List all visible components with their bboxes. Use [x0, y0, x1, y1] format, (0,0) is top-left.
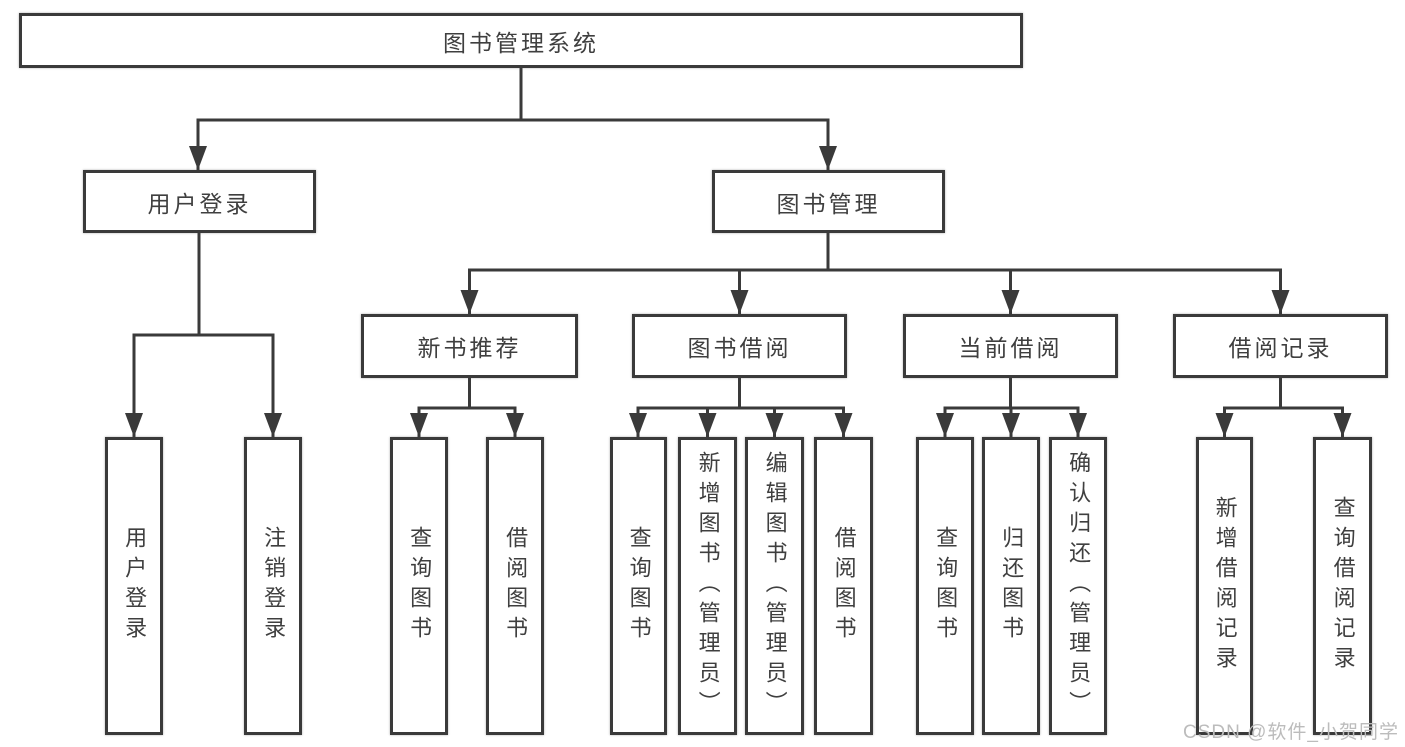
leaf-logout: 注销登录 [244, 437, 302, 735]
leaf-cb-query: 查询图书 [916, 437, 974, 735]
node-book-manage-label: 图书管理 [776, 190, 881, 217]
node-new-book-rec-label: 新书推荐 [417, 335, 522, 361]
leaf-br-query: 查询借阅记录 [1313, 437, 1372, 735]
leaf-cb-confirm-label: 确认归还（管理员） [1066, 451, 1092, 721]
connector-root [189, 68, 837, 170]
leaf-br-add-label: 新增借阅记录 [1212, 496, 1238, 676]
leaf-user-login-label: 用户登录 [122, 526, 148, 646]
connector-current-borrow [936, 378, 1087, 437]
node-borrow-records-label: 借阅记录 [1228, 335, 1333, 361]
leaf-cb-confirm: 确认归还（管理员） [1049, 437, 1107, 735]
leaf-br-query-label: 查询借阅记录 [1330, 496, 1356, 676]
leaf-logout-label: 注销登录 [261, 526, 287, 646]
leaf-bb-query-label: 查询图书 [626, 526, 652, 646]
leaf-bb-borrow: 借阅图书 [814, 437, 873, 735]
node-new-book-rec: 新书推荐 [361, 314, 578, 378]
node-current-borrow: 当前借阅 [903, 314, 1118, 378]
connector-user-login [125, 233, 282, 437]
node-book-manage: 图书管理 [712, 170, 945, 233]
leaf-rec-query: 查询图书 [390, 437, 448, 735]
node-user-login: 用户登录 [83, 170, 316, 233]
connector-book-borrow [629, 378, 853, 437]
node-root: 图书管理系统 [19, 13, 1023, 68]
leaf-cb-query-label: 查询图书 [933, 526, 959, 646]
node-root-label: 图书管理系统 [443, 29, 599, 56]
node-borrow-records: 借阅记录 [1173, 314, 1388, 378]
leaf-cb-return-label: 归还图书 [999, 526, 1025, 646]
connector-new-book-rec [410, 378, 524, 437]
leaf-cb-return: 归还图书 [982, 437, 1040, 735]
watermark: CSDN @软件_小贺同学 [1183, 722, 1399, 743]
connector-borrow-records [1215, 378, 1352, 437]
leaf-user-login: 用户登录 [105, 437, 163, 735]
leaf-bb-edit-label: 编辑图书（管理员） [762, 451, 788, 721]
leaf-bb-query: 查询图书 [610, 437, 667, 735]
leaf-bb-add-label: 新增图书（管理员） [695, 451, 721, 721]
leaf-rec-borrow: 借阅图书 [486, 437, 544, 735]
leaf-rec-borrow-label: 借阅图书 [503, 526, 529, 646]
leaf-bb-edit: 编辑图书（管理员） [745, 437, 804, 735]
connector-book-manage [460, 233, 1290, 314]
node-user-login-label: 用户登录 [147, 190, 252, 217]
leaf-bb-borrow-label: 借阅图书 [831, 526, 857, 646]
leaf-bb-add: 新增图书（管理员） [678, 437, 737, 735]
node-book-borrow: 图书借阅 [632, 314, 847, 378]
leaf-br-add: 新增借阅记录 [1196, 437, 1253, 735]
node-current-borrow-label: 当前借阅 [958, 335, 1063, 361]
leaf-rec-query-label: 查询图书 [407, 526, 433, 646]
node-book-borrow-label: 图书借阅 [687, 335, 792, 361]
